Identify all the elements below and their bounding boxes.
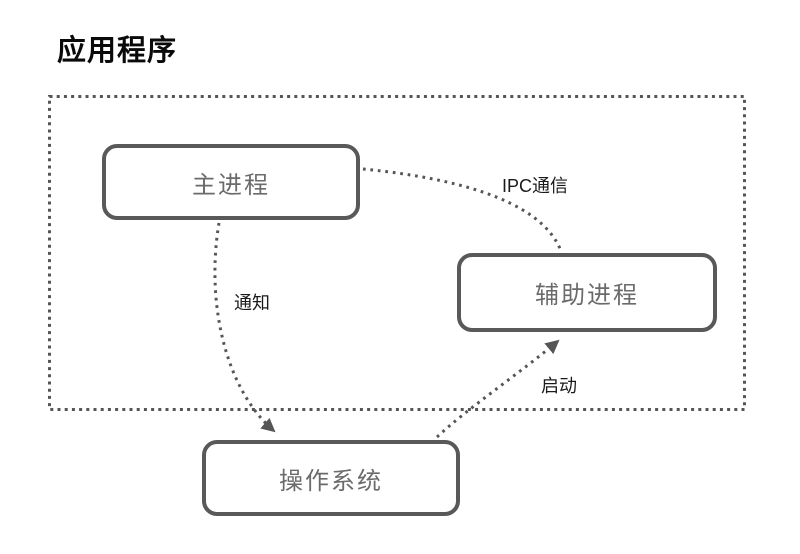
node-main-process: 主进程 xyxy=(102,144,360,220)
diagram-title: 应用程序 xyxy=(57,35,178,67)
edge-label-ipc: IPC通信 xyxy=(502,176,569,196)
node-helper-process: 辅助进程 xyxy=(457,253,717,332)
application-boundary xyxy=(48,95,746,411)
node-operating-system: 操作系统 xyxy=(202,440,460,516)
edge-label-launch: 启动 xyxy=(541,376,577,396)
edge-notify xyxy=(213,222,276,433)
edge-label-notify: 通知 xyxy=(234,293,270,313)
edge-launch xyxy=(435,339,560,439)
edge-ipc xyxy=(362,167,563,252)
